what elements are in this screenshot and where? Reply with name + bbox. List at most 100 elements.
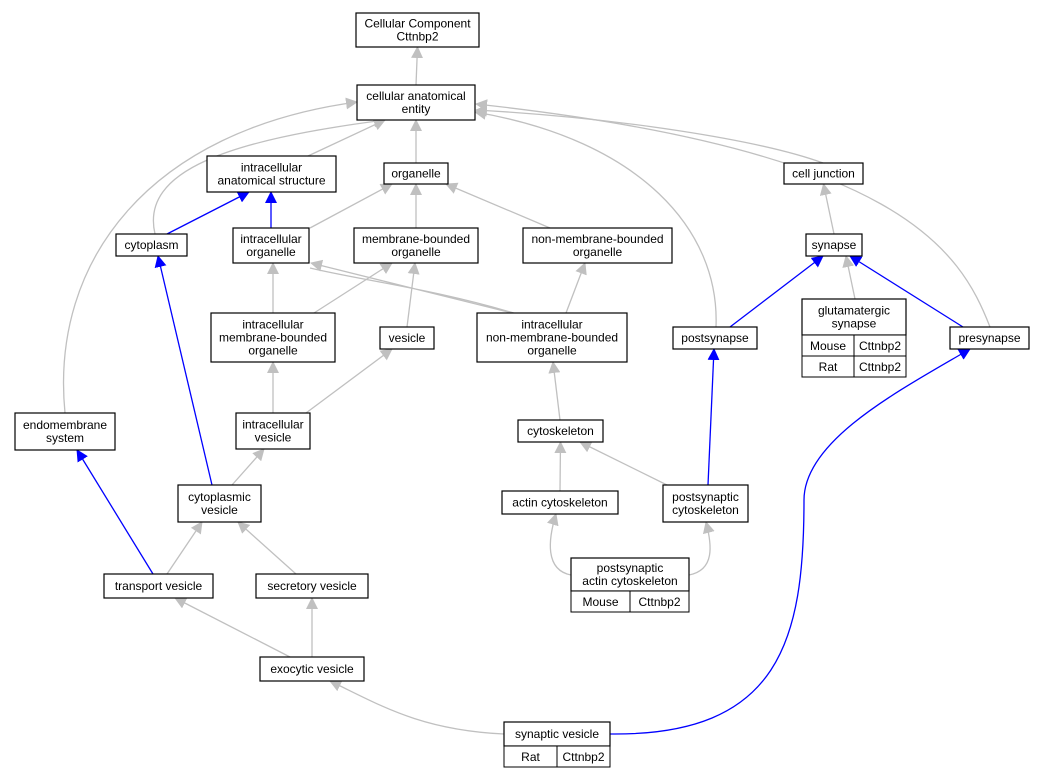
node-box [103, 573, 214, 599]
node-label: postsynapse [681, 331, 749, 345]
node-label: system [46, 431, 84, 445]
node-box [517, 419, 604, 443]
node-box [356, 84, 476, 121]
node-label: intracellular [242, 318, 303, 332]
node-label: organelle [573, 245, 623, 259]
node-box [379, 326, 435, 350]
node-box [255, 573, 369, 599]
node-box [662, 484, 749, 523]
node-label: organelle [391, 245, 441, 259]
node-box [14, 412, 116, 451]
node-label: Cttnbp2 [396, 30, 438, 44]
node-label: organelle [527, 344, 577, 358]
node-box [353, 227, 479, 264]
node-box [503, 721, 611, 747]
node-label: transport vesicle [115, 579, 203, 593]
node-box [206, 155, 337, 193]
edge-gray [313, 262, 393, 314]
node-label: cytoskeleton [527, 424, 594, 438]
edge-gray [309, 259, 521, 316]
gene-cell [629, 590, 690, 613]
node-box [476, 312, 628, 363]
node-exocytic[interactable]: exocytic vesicle [259, 656, 365, 682]
node-label: membrane-bounded [219, 331, 327, 345]
node-label: intracellular [241, 161, 302, 175]
edge-gray [305, 348, 393, 414]
edge-gray [475, 99, 991, 328]
node-label: vesicle [255, 431, 292, 445]
edge-gray [63, 97, 358, 414]
edge-gray [307, 119, 386, 157]
node-label: presynapse [958, 331, 1020, 345]
node-synapse[interactable]: synapse [805, 233, 863, 257]
edge-blue [849, 255, 964, 328]
edge-gray [554, 441, 567, 492]
node-label: organelle [248, 344, 298, 358]
node-label: intracellular [521, 318, 582, 332]
node-label: organelle [246, 245, 296, 259]
species-label: Rat [819, 360, 838, 374]
edge-blue [707, 348, 720, 486]
node-label: glutamatergic [818, 304, 890, 318]
node-inmbo[interactable]: intracellularnon-membrane-boundedorganel… [476, 312, 628, 363]
node-label: actin cytoskeleton [512, 496, 607, 510]
node-vesicle[interactable]: vesicle [379, 326, 435, 350]
node-secretory[interactable]: secretory vesicle [255, 573, 369, 599]
node-box [672, 326, 758, 350]
edge-blue [154, 255, 213, 486]
gene-label: Cttnbp2 [859, 360, 901, 374]
node-box [805, 233, 863, 257]
species-label: Mouse [582, 595, 618, 609]
node-presynapse[interactable]: presynapse [949, 326, 1030, 350]
node-box [383, 162, 449, 185]
node-organelle[interactable]: organelle [383, 162, 449, 185]
edge-gray [819, 183, 835, 235]
node-label: synaptic vesicle [515, 727, 599, 741]
node-postsynapse[interactable]: postsynapse [672, 326, 758, 350]
node-transport[interactable]: transport vesicle [103, 573, 214, 599]
edge-gray [445, 182, 551, 229]
node-box [235, 412, 311, 450]
node-label: membrane-bounded [362, 232, 470, 246]
gene-cell [853, 355, 907, 378]
node-label: cytoplasmic [188, 490, 251, 504]
node-cell-junction[interactable]: cell junction [783, 162, 864, 185]
edge-gray [842, 255, 856, 300]
node-label: synapse [832, 317, 877, 331]
node-label: non-membrane-bounded [486, 331, 618, 345]
edge-gray [475, 104, 824, 164]
edge-gray [309, 183, 393, 229]
gene-label: Cttnbp2 [562, 750, 604, 764]
node-cytoplasm[interactable]: cytoplasm [115, 233, 188, 257]
node-cytoskeleton[interactable]: cytoskeleton [517, 419, 604, 443]
node-label: cell junction [792, 167, 855, 181]
edge-gray [406, 262, 420, 328]
node-label: Cellular Component [364, 17, 471, 31]
node-box [232, 227, 310, 264]
node-box [501, 490, 619, 515]
node-box [949, 326, 1030, 350]
edge-gray [547, 513, 572, 576]
edges [63, 46, 991, 735]
node-actin[interactable]: actin cytoskeleton [501, 490, 619, 515]
node-box [177, 484, 262, 523]
node-label: secretory vesicle [267, 579, 357, 593]
